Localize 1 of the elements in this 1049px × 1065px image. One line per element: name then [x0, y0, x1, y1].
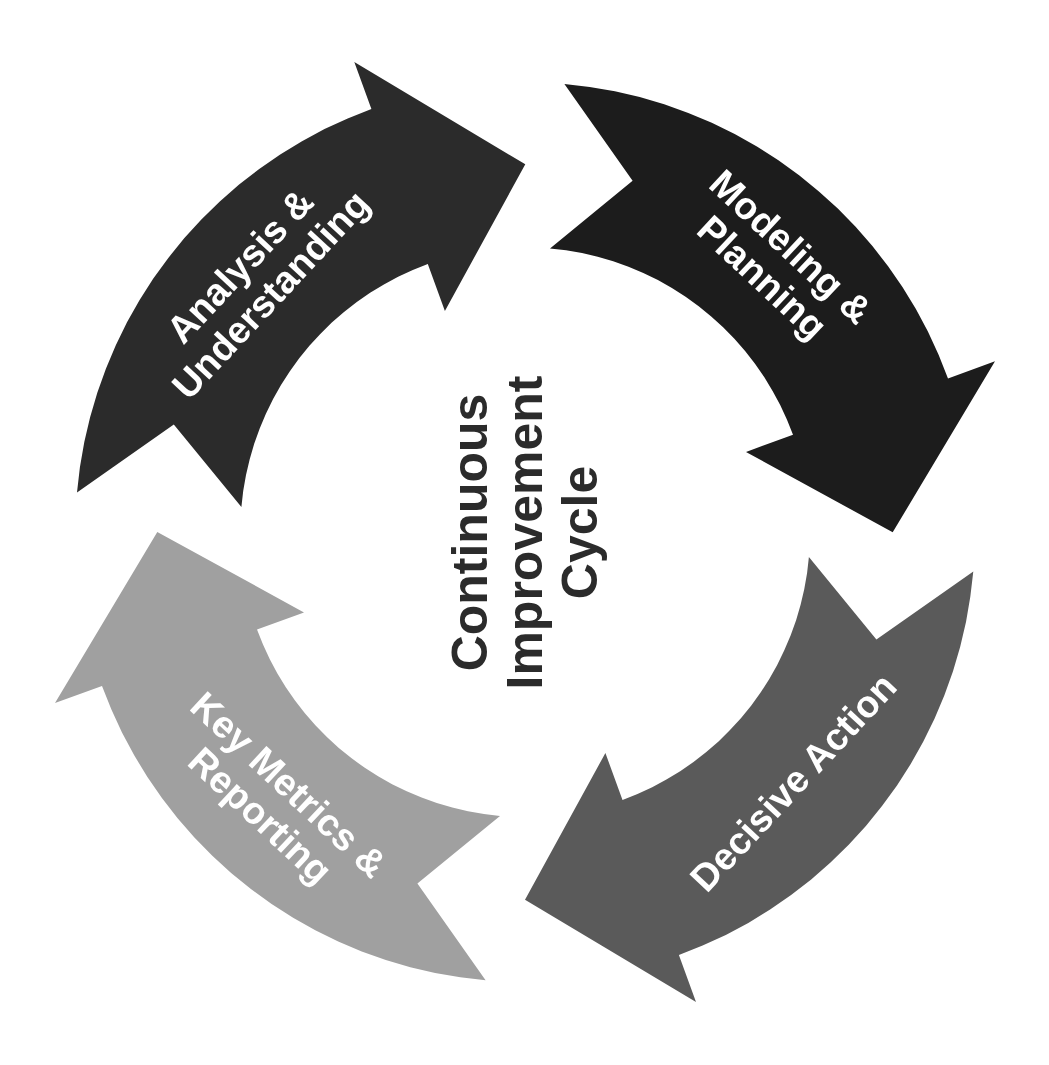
cycle-title: Continuous Improvement Cycle — [442, 374, 608, 691]
